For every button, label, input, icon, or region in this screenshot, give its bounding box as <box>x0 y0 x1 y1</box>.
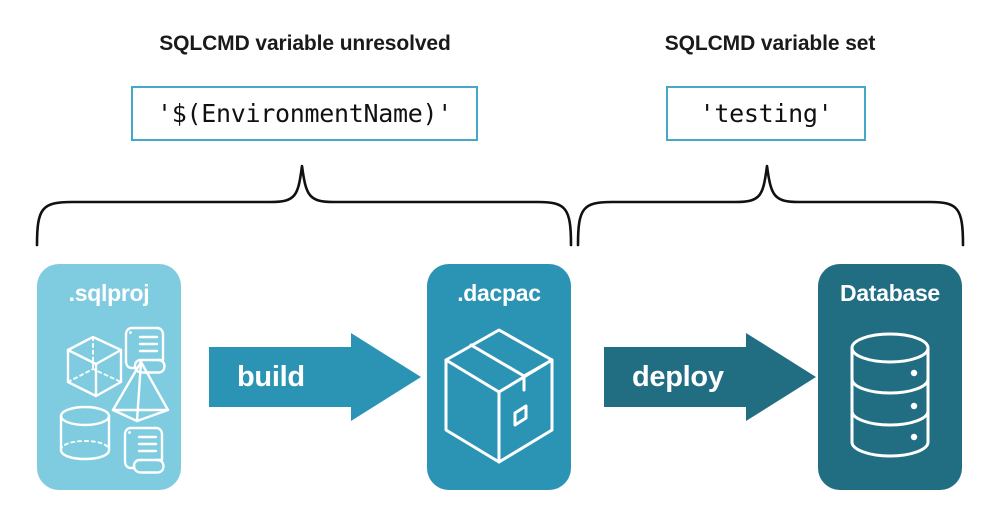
section-title-left: SQLCMD variable unresolved <box>159 32 451 55</box>
stage-database-artwork <box>818 316 962 480</box>
arrow-deploy: deploy <box>604 331 816 423</box>
arrow-build: build <box>209 331 421 423</box>
stage-database-label: Database <box>840 280 940 306</box>
section-title-right: SQLCMD variable set <box>664 32 876 55</box>
sqlcmd-variable-unresolved-value-box: '$(EnvironmentName)' <box>131 86 478 141</box>
stage-database: Database <box>818 264 962 490</box>
arrow-right-icon <box>604 333 816 421</box>
pyramid-icon <box>111 360 170 423</box>
scroll-icon <box>124 326 166 374</box>
stage-dacpac: .dacpac <box>427 264 571 490</box>
cylinder-icon <box>59 405 111 461</box>
stage-dacpac-artwork <box>427 316 571 480</box>
scroll-icon <box>123 426 165 474</box>
database-cylinder-icon <box>850 332 930 458</box>
cube-icon <box>66 335 123 398</box>
stage-sqlproj-label: .sqlproj <box>68 280 150 306</box>
arrow-right-icon <box>209 333 421 421</box>
stage-sqlproj: .sqlproj <box>37 264 181 490</box>
stage-sqlproj-artwork <box>37 316 181 480</box>
stage-dacpac-label: .dacpac <box>457 280 541 306</box>
brace-left-icon <box>35 164 573 247</box>
package-box-icon <box>444 328 554 464</box>
sqlcmd-variable-set-value-box: 'testing' <box>666 86 866 141</box>
brace-right-icon <box>576 164 965 247</box>
